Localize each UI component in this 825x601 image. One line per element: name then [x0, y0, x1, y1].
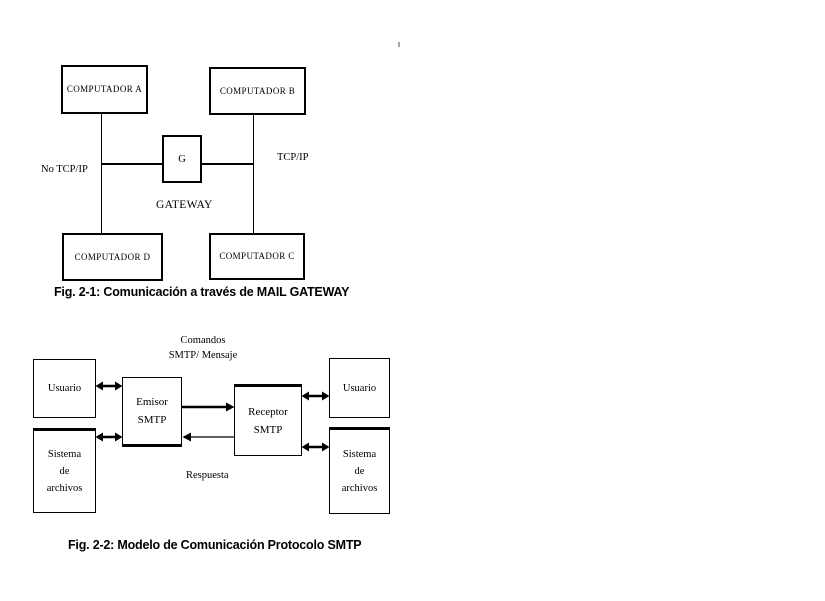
computer-c-box: COMPUTADOR C — [209, 233, 305, 280]
stray-scan-mark — [398, 42, 400, 47]
user-left-label: Usuario — [47, 383, 82, 394]
smtp-sender-box: Emisor SMTP — [122, 377, 182, 447]
gateway-box-label: G — [178, 153, 186, 165]
file-system-right-label: Sistema de archivos — [341, 449, 378, 494]
line-gateway-to-right-network — [202, 163, 254, 165]
file-system-right-box: Sistema de archivos — [329, 427, 390, 514]
line-computer-a-to-d — [101, 113, 102, 234]
figure-2-1-caption: Fig. 2-1: Comunicación a través de MAIL … — [54, 285, 350, 299]
computer-a-box: COMPUTADOR A — [61, 65, 148, 114]
figure-2-2-caption: Fig. 2-2: Modelo de Comunicación Protoco… — [68, 538, 362, 552]
commands-message-label: Comandos SMTP/ Mensaje — [168, 335, 238, 361]
no-tcpip-label: No TCP/IP — [41, 164, 88, 175]
response-label: Respuesta — [186, 470, 229, 481]
computer-d-label: COMPUTADOR D — [74, 251, 151, 262]
arrow-sender-to-receiver — [182, 402, 235, 412]
user-left-box: Usuario — [33, 359, 96, 418]
tcpip-label: TCP/IP — [277, 152, 309, 163]
line-computer-b-to-c — [253, 114, 254, 234]
smtp-sender-label: Emisor SMTP — [136, 396, 168, 426]
double-arrow-fs-left-sender — [95, 432, 123, 442]
gateway-text-label: GATEWAY — [156, 199, 213, 211]
computer-d-box: COMPUTADOR D — [62, 233, 163, 281]
file-system-left-box: Sistema de archivos — [33, 428, 96, 513]
computer-c-label: COMPUTADOR C — [219, 251, 295, 261]
arrow-receiver-to-sender-response — [182, 432, 235, 442]
user-right-label: Usuario — [342, 382, 377, 394]
computer-a-label: COMPUTADOR A — [66, 84, 143, 94]
gateway-box: G — [162, 135, 202, 183]
computer-b-label: COMPUTADOR B — [219, 85, 296, 96]
line-left-network-to-gateway — [101, 163, 163, 165]
smtp-receiver-box: Receptor SMTP — [234, 384, 302, 456]
smtp-receiver-label: Receptor SMTP — [248, 406, 288, 436]
double-arrow-receiver-fs-right — [301, 442, 330, 452]
file-system-left-label: Sistema de archivos — [46, 449, 83, 494]
user-right-box: Usuario — [329, 358, 390, 418]
double-arrow-receiver-user-right — [301, 391, 330, 401]
double-arrow-user-left-sender — [95, 381, 123, 391]
computer-b-box: COMPUTADOR B — [209, 67, 306, 115]
